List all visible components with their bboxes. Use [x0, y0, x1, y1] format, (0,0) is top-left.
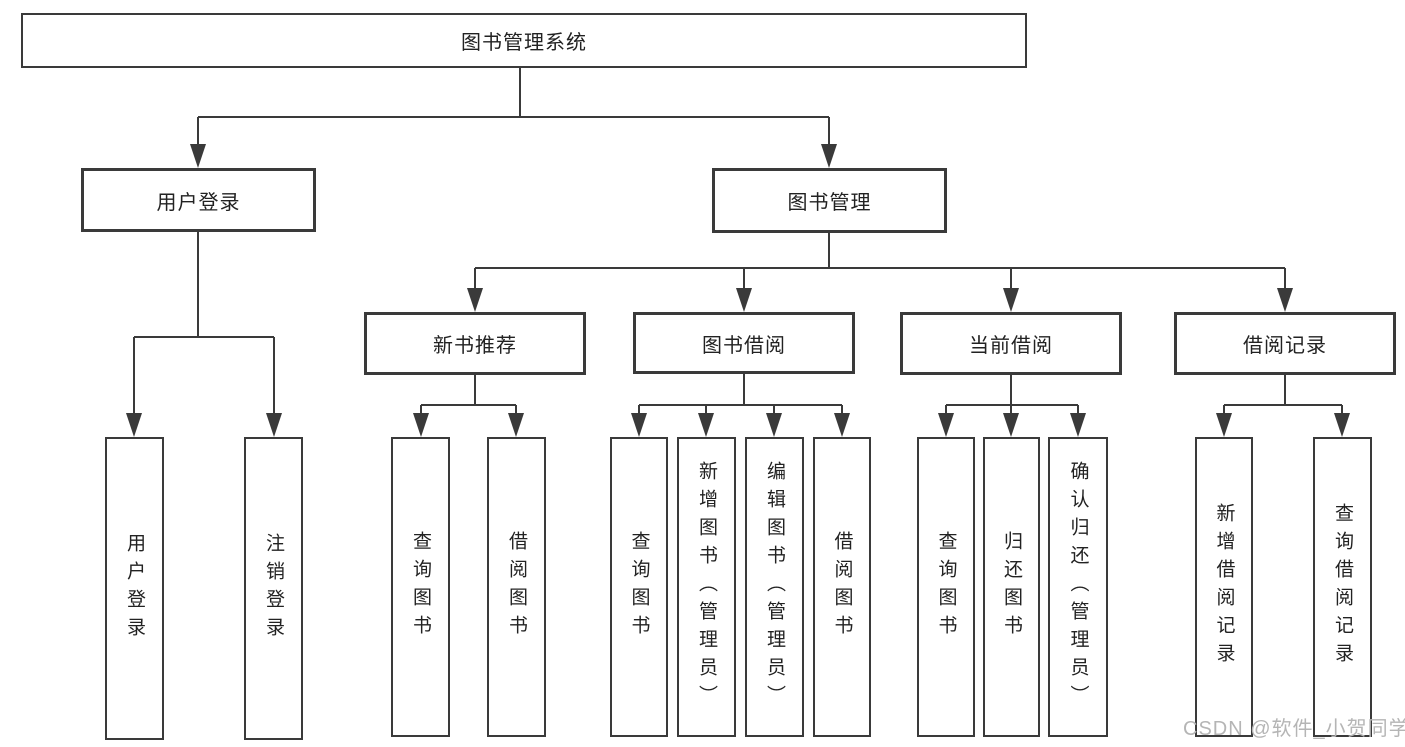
node-borrow-edit-books: 编辑图书（管理员）	[745, 437, 804, 737]
node-borrow-add-books-label: 新增图书（管理员）	[696, 461, 717, 713]
node-rec-borrow-books: 借阅图书	[487, 437, 546, 737]
node-current-confirm-return-label: 确认归还（管理员）	[1067, 461, 1089, 713]
node-root-label: 图书管理系统	[461, 32, 587, 54]
node-logout: 注销登录	[244, 437, 303, 740]
node-book-mgmt: 图书管理	[712, 168, 947, 233]
node-records-add-record: 新增借阅记录	[1195, 437, 1253, 737]
node-book-borrow-label: 图书借阅	[702, 334, 786, 357]
node-records-add-record-label: 新增借阅记录	[1213, 503, 1235, 671]
node-user-login: 用户登录	[81, 168, 316, 232]
node-borrow-edit-books-label: 编辑图书（管理员）	[764, 461, 785, 713]
node-current-confirm-return: 确认归还（管理员）	[1048, 437, 1108, 737]
node-current-return-books: 归还图书	[983, 437, 1040, 737]
node-current-return-books-label: 归还图书	[1001, 531, 1022, 643]
node-current-query-books-label: 查询图书	[935, 531, 957, 643]
node-current-query-books: 查询图书	[917, 437, 975, 737]
node-new-book-rec-label: 新书推荐	[433, 335, 517, 357]
node-rec-borrow-books-label: 借阅图书	[506, 531, 527, 643]
node-borrow-query-books-label: 查询图书	[628, 531, 650, 643]
node-rec-query-books-label: 查询图书	[410, 531, 431, 643]
node-records-query-record: 查询借阅记录	[1313, 437, 1372, 737]
node-borrow-borrow-books: 借阅图书	[813, 437, 871, 737]
node-user-login-action-label: 用户登录	[124, 532, 145, 645]
node-records-query-record-label: 查询借阅记录	[1332, 503, 1353, 671]
node-book-borrow: 图书借阅	[633, 312, 855, 374]
node-borrow-query-books: 查询图书	[610, 437, 668, 737]
node-book-mgmt-label: 图书管理	[787, 192, 872, 214]
node-user-login-label: 用户登录	[156, 191, 241, 214]
node-user-login-action: 用户登录	[105, 437, 164, 740]
node-borrow-borrow-books-label: 借阅图书	[831, 531, 853, 643]
node-logout-label: 注销登录	[263, 532, 284, 645]
watermark: CSDN @软件_小贺同学	[1183, 718, 1405, 740]
node-new-book-rec: 新书推荐	[364, 312, 586, 375]
node-root: 图书管理系统	[21, 13, 1027, 68]
node-borrow-records-label: 借阅记录	[1243, 335, 1327, 357]
node-rec-query-books: 查询图书	[391, 437, 450, 737]
node-current-borrow: 当前借阅	[900, 312, 1122, 375]
node-borrow-add-books: 新增图书（管理员）	[677, 437, 736, 737]
node-borrow-records: 借阅记录	[1174, 312, 1396, 375]
node-current-borrow-label: 当前借阅	[969, 335, 1053, 357]
